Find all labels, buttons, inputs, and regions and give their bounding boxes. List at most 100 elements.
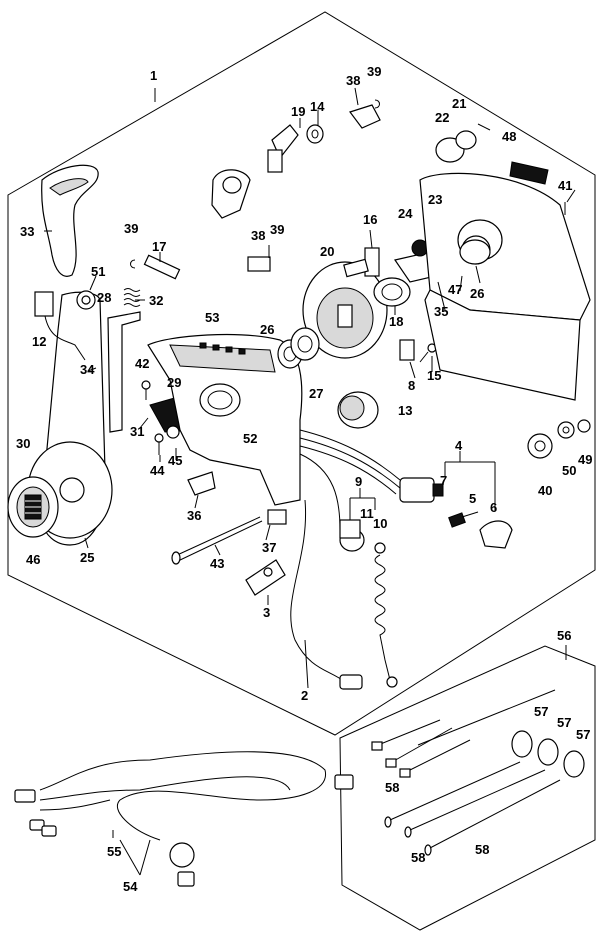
buzzer: [337, 391, 379, 429]
clip-10: [374, 542, 386, 554]
callout-39a: 39: [367, 64, 381, 79]
callout-3: 3: [263, 605, 270, 620]
callout-53: 53: [205, 310, 219, 325]
control-lever-handle: [41, 164, 99, 277]
callout-2: 2: [301, 688, 308, 703]
spacer-set: [511, 730, 585, 778]
block-38: [247, 256, 271, 272]
assembly-frame: [7, 11, 596, 736]
callout-5: 5: [469, 491, 476, 506]
spring: [123, 288, 141, 307]
clip-38: [349, 104, 381, 129]
callout-8: 8: [408, 378, 415, 393]
main-harness: [14, 751, 354, 887]
bushing-40: [527, 433, 553, 459]
callout-16: 16: [363, 212, 377, 227]
stop-switch: [339, 519, 365, 552]
callout-9: 9: [355, 474, 362, 489]
ring: [373, 277, 411, 307]
callout-24: 24: [398, 206, 413, 221]
callout-49: 49: [578, 452, 592, 467]
callout-11: 11: [360, 506, 374, 521]
cable-tie-set: [371, 689, 556, 778]
hub-cover: [7, 476, 59, 538]
neutral-switch: [34, 291, 86, 361]
callout-32: 32: [149, 293, 163, 308]
callout-26b: 26: [470, 286, 484, 301]
callout-27: 27: [309, 386, 323, 401]
callout-40: 40: [538, 483, 552, 498]
callout-37: 37: [262, 540, 276, 555]
callout-41: 41: [558, 178, 572, 193]
connector-2: [339, 674, 363, 690]
callout-26a: 26: [260, 322, 274, 337]
lanyard: [374, 554, 391, 681]
screw-48: [477, 123, 491, 131]
callout-58b: 58: [411, 850, 425, 865]
callout-14: 14: [310, 99, 325, 114]
callout-13: 13: [398, 403, 412, 418]
bracket-36: [187, 471, 216, 496]
callout-38b: 38: [251, 228, 265, 243]
callout-4: 4: [455, 438, 463, 453]
harness-2: [290, 499, 346, 683]
key-switch: [399, 477, 444, 503]
callout-57a: 57: [534, 704, 548, 719]
washer-14: [306, 124, 324, 144]
callout-46: 46: [26, 552, 40, 567]
callout-48: 48: [502, 129, 516, 144]
pin: [143, 254, 181, 280]
washer-27: [290, 327, 320, 361]
callout-39b: 39: [124, 221, 138, 236]
plate-3: [245, 559, 286, 596]
bolt-43: [171, 516, 263, 565]
callout-43: 43: [210, 556, 224, 571]
screw-44: [154, 433, 164, 455]
cap-21: [455, 130, 477, 150]
tab-part: [509, 161, 549, 185]
callout-50: 50: [562, 463, 576, 478]
screw-15: [419, 343, 437, 363]
callout-18: 18: [389, 314, 403, 329]
callout-57c: 57: [576, 727, 590, 742]
callout-42: 42: [135, 356, 149, 371]
callout-47: 47: [448, 282, 462, 297]
washer-50: [557, 421, 575, 439]
block-37: [267, 509, 287, 525]
callout-28: 28: [97, 290, 111, 305]
bracket: [107, 311, 141, 433]
callout-58c: 58: [475, 842, 489, 857]
ring-26: [459, 239, 491, 265]
switch-19: [267, 124, 299, 173]
callout-34: 34: [80, 362, 95, 377]
callout-10: 10: [373, 516, 387, 531]
callout-19: 19: [291, 104, 305, 119]
kit-frame: [339, 645, 596, 931]
callout-17: 17: [152, 239, 166, 254]
callout-38a: 38: [346, 73, 360, 88]
shaft: [343, 247, 380, 278]
side-cover: [419, 172, 591, 401]
callout-55: 55: [107, 844, 121, 859]
callout-30: 30: [16, 436, 30, 451]
callout-51: 51: [91, 264, 105, 279]
callout-12: 12: [32, 334, 46, 349]
callout-21: 21: [452, 96, 466, 111]
callout-31: 31: [130, 424, 144, 439]
callout-20: 20: [320, 244, 334, 259]
callout-35: 35: [434, 304, 448, 319]
callout-45: 45: [168, 453, 182, 468]
clip-39: [130, 259, 136, 269]
callout-39c: 39: [270, 222, 284, 237]
long-bolt-set: [384, 761, 561, 856]
clip-39-top: [374, 99, 380, 109]
callout-36: 36: [187, 508, 201, 523]
callout-54: 54: [123, 879, 138, 894]
callout-52: 52: [243, 431, 257, 446]
arm-bracket: [211, 169, 251, 219]
callout-6: 6: [490, 500, 497, 515]
callout-56: 56: [557, 628, 571, 643]
leader-lines: [44, 87, 576, 876]
callout-58a: 58: [385, 780, 399, 795]
